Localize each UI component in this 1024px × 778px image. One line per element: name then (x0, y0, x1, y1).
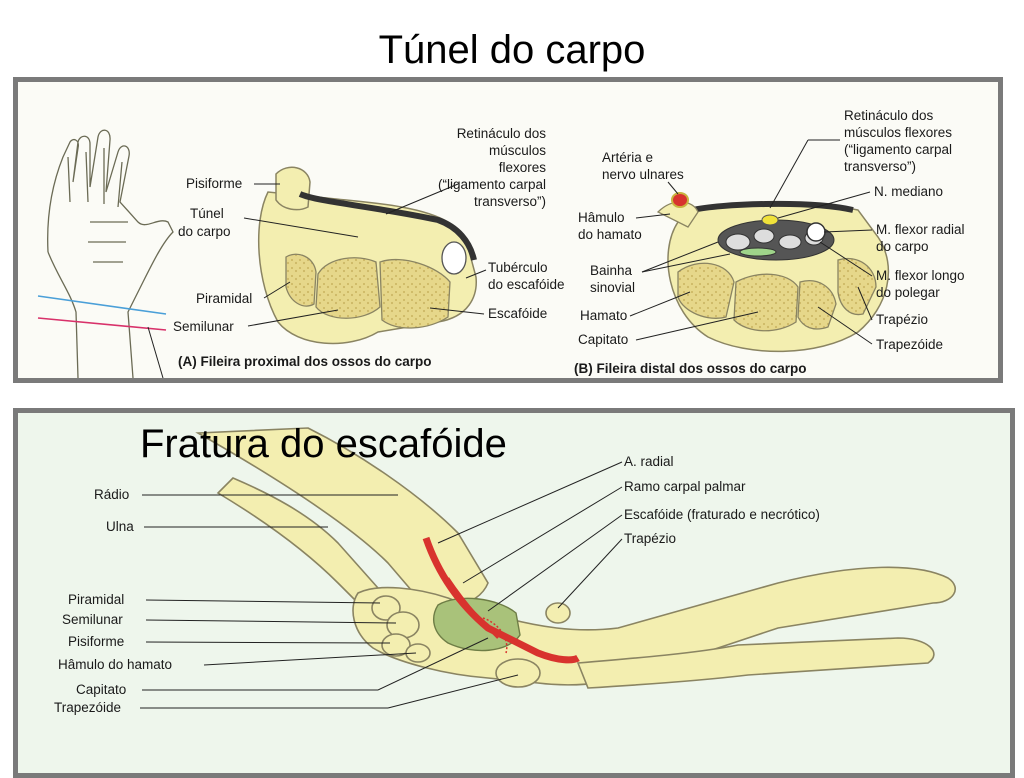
label-capitato-c: Capitato (76, 682, 126, 697)
label-arteria-2: nervo ulnares (602, 167, 684, 182)
distal-row-section (656, 192, 890, 353)
flexor-retinaculum-b (692, 200, 854, 213)
label-mediano: N. mediano (874, 184, 943, 199)
median-nerve (761, 214, 779, 226)
trapezoid-bone (797, 280, 837, 330)
label-flexor-radial-1: M. flexor radial (876, 222, 965, 237)
label-ulna: Ulna (106, 519, 134, 534)
slide-title-tunnel: Túnel do carpo (378, 28, 646, 72)
label-piramidal-c: Piramidal (68, 592, 124, 607)
label-piramidal-a: Piramidal (196, 291, 252, 306)
lunate-bone (315, 257, 381, 319)
label-arteria-1: Artéria e (602, 150, 653, 165)
section-line-b (37, 317, 167, 331)
label-tuberculo-2: do escafóide (488, 277, 565, 292)
label-ret-b-4: transverso”) (844, 159, 916, 174)
scaphoid-bone (379, 258, 451, 329)
label-trapezoide-b: Trapezóide (876, 337, 943, 352)
label-semilunar-c: Semilunar (62, 612, 123, 627)
proximal-row-section (257, 166, 477, 345)
label-hamulo-c: Hâmulo do hamato (58, 657, 172, 672)
label-hamulo-2: do hamato (578, 227, 642, 242)
palmar-carpal-branch (446, 577, 499, 639)
label-ret-a-2: músculos (489, 143, 546, 158)
label-ret-b-2: músculos flexores (844, 125, 952, 140)
label-ramo-carpal: Ramo carpal palmar (624, 479, 746, 494)
label-ret-a-1: Retináculo dos (457, 126, 547, 141)
label-ret-a-4: (“ligamento carpal (438, 177, 546, 192)
scaphoid-fracture-illustration: Fratura do escafóide Rádio Ulna Piramida… (54, 422, 956, 715)
label-tunel-1: Túnel (190, 206, 224, 221)
caption-b: (B) Fileira distal dos ossos do carpo (574, 361, 807, 376)
label-tuberculo-1: Tubérculo (488, 260, 548, 275)
label-escafoide-a: Escafóide (488, 306, 547, 321)
carpal-tunnel-panel: Pisiforme Túnel do carpo Piramidal Semil… (13, 77, 1003, 383)
pisiform-bone (275, 166, 311, 211)
label-trapezio-b: Trapézio (876, 312, 928, 327)
label-ret-a-5: transverso”) (474, 194, 546, 209)
label-capitato-b: Capitato (578, 332, 628, 347)
wrist-bones (195, 427, 956, 689)
label-tunel-2: do carpo (178, 224, 231, 239)
label-flexor-radial-2: do carpo (876, 239, 929, 254)
scaphoid-fracture-panel: Fratura do escafóide Rádio Ulna Piramida… (13, 408, 1015, 778)
label-a-radial: A. radial (624, 454, 674, 469)
label-bainha-2: sinovial (590, 280, 635, 295)
section-line-a (37, 295, 167, 315)
label-flexor-longo-2: do polegar (876, 285, 940, 300)
label-semilunar-a: Semilunar (173, 319, 234, 334)
label-trapezio-c: Trapézio (624, 531, 676, 546)
hand-sketch (47, 129, 174, 378)
label-hamulo-1: Hâmulo (578, 210, 625, 225)
capitate-bone (733, 273, 799, 332)
caption-a: (A) Fileira proximal dos ossos do carpo (178, 354, 432, 369)
label-radio: Rádio (94, 487, 129, 502)
flexor-retinaculum-a (298, 191, 477, 261)
label-pisiforme-c: Pisiforme (68, 634, 124, 649)
label-ret-b-1: Retináculo dos (844, 108, 934, 123)
slide-title-fracture: Fratura do escafóide (140, 422, 507, 466)
finger-bones (576, 637, 935, 689)
label-ret-b-3: (“ligamento carpal (844, 142, 952, 157)
label-hamato-b: Hamato (580, 308, 627, 323)
label-pisiforme-a: Pisiforme (186, 176, 242, 191)
label-bainha-1: Bainha (590, 263, 633, 278)
label-flexor-longo-1: M. flexor longo (876, 268, 965, 283)
label-escafoide-c: Escafóide (fraturado e necrótico) (624, 507, 820, 522)
ulnar-artery-nerve (671, 192, 689, 208)
label-trapezoide-c: Trapezóide (54, 700, 121, 715)
carpal-tunnel-illustration: Pisiforme Túnel do carpo Piramidal Semil… (37, 108, 965, 378)
triquetrum-bone (285, 253, 317, 307)
label-ret-a-3: flexores (499, 160, 547, 175)
